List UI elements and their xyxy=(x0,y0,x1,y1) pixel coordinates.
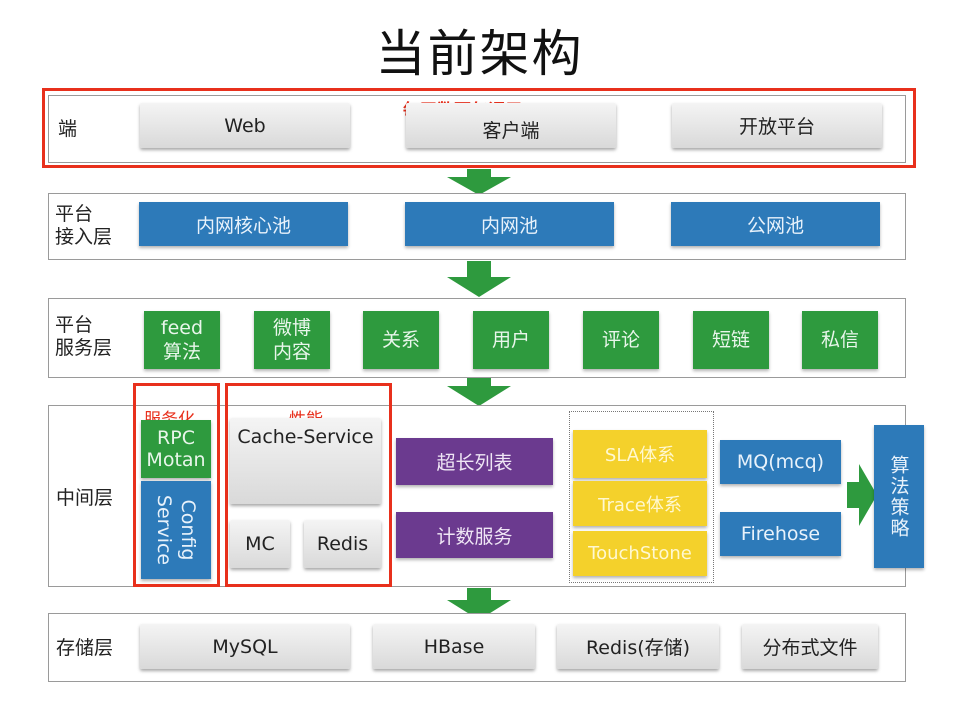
access-public-pool[interactable]: 公网池 xyxy=(671,202,880,246)
service-item-line1: 微博 xyxy=(272,317,311,339)
client-open-platform[interactable]: 开放平台 xyxy=(672,103,882,148)
service-item-line1: feed xyxy=(160,317,204,339)
service-item-line2: 算法 xyxy=(162,341,201,363)
service-comment[interactable]: 评论 xyxy=(583,311,659,369)
client-web[interactable]: Web xyxy=(140,103,350,148)
arrow-down-icon xyxy=(447,378,511,406)
touchstone[interactable]: TouchStone xyxy=(573,531,707,576)
service-user[interactable]: 用户 xyxy=(473,311,549,369)
storage-layer-label: 存储层 xyxy=(56,637,114,659)
storage-distributed-file[interactable]: 分布式文件 xyxy=(742,624,878,669)
config-service[interactable]: Config Service xyxy=(141,481,211,579)
arrow-down-icon xyxy=(447,169,511,195)
access-layer-label-line1: 平台 xyxy=(55,203,94,225)
middle-layer-label: 中间层 xyxy=(56,487,114,509)
service-relation[interactable]: 关系 xyxy=(363,311,439,369)
client-layer-highlight xyxy=(42,88,916,168)
algorithm-strategy[interactable]: 算法策略 xyxy=(874,425,924,568)
service-layer-label-line1: 平台 xyxy=(55,314,94,336)
arrow-right-icon xyxy=(847,464,877,526)
access-layer-label-line2: 接入层 xyxy=(55,226,113,248)
storage-mysql[interactable]: MySQL xyxy=(140,624,350,669)
service-weibo-content[interactable]: 微博 内容 xyxy=(254,311,330,369)
service-short-link[interactable]: 短链 xyxy=(693,311,769,369)
client-layer-label: 端 xyxy=(58,118,78,140)
arrow-down-icon xyxy=(447,588,511,620)
firehose[interactable]: Firehose xyxy=(720,512,841,556)
governance-group xyxy=(569,411,714,583)
rpc-motan[interactable]: RPC Motan xyxy=(141,420,211,478)
service-private-message[interactable]: 私信 xyxy=(802,311,878,369)
servicization-highlight xyxy=(133,383,220,587)
access-layer-label: 平台 接入层 xyxy=(55,203,112,249)
rpc-motan-line1: RPC xyxy=(157,427,195,449)
mq-mcq[interactable]: MQ(mcq) xyxy=(720,440,841,484)
access-internal-pool[interactable]: 内网池 xyxy=(405,202,614,246)
cache-mc[interactable]: MC xyxy=(230,520,290,568)
config-service-line1: Config xyxy=(177,499,200,561)
counter-service[interactable]: 计数服务 xyxy=(396,512,553,558)
page-title: 当前架构 xyxy=(375,25,584,83)
cache-redis[interactable]: Redis xyxy=(304,520,381,568)
storage-hbase[interactable]: HBase xyxy=(373,624,535,669)
storage-redis[interactable]: Redis(存储) xyxy=(557,624,719,669)
long-list[interactable]: 超长列表 xyxy=(396,438,553,485)
config-service-line2: Service xyxy=(153,494,176,566)
config-service-label: Config Service xyxy=(152,495,200,565)
trace-system[interactable]: Trace体系 xyxy=(573,481,707,526)
sla-system[interactable]: SLA体系 xyxy=(573,430,707,478)
service-layer-label-line2: 服务层 xyxy=(55,337,113,359)
rpc-motan-line2: Motan xyxy=(146,449,206,471)
service-feed-algorithm[interactable]: feed 算法 xyxy=(144,311,220,369)
algorithm-strategy-label: 算法策略 xyxy=(887,454,910,539)
service-item-line2: 内容 xyxy=(272,341,311,363)
arrow-down-icon xyxy=(447,261,511,297)
service-layer-label: 平台 服务层 xyxy=(55,314,112,360)
access-core-pool[interactable]: 内网核心池 xyxy=(139,202,348,246)
cache-service[interactable]: Cache-Service xyxy=(230,418,381,504)
client-app[interactable]: 客户端 xyxy=(406,103,616,148)
performance-highlight xyxy=(225,383,392,587)
